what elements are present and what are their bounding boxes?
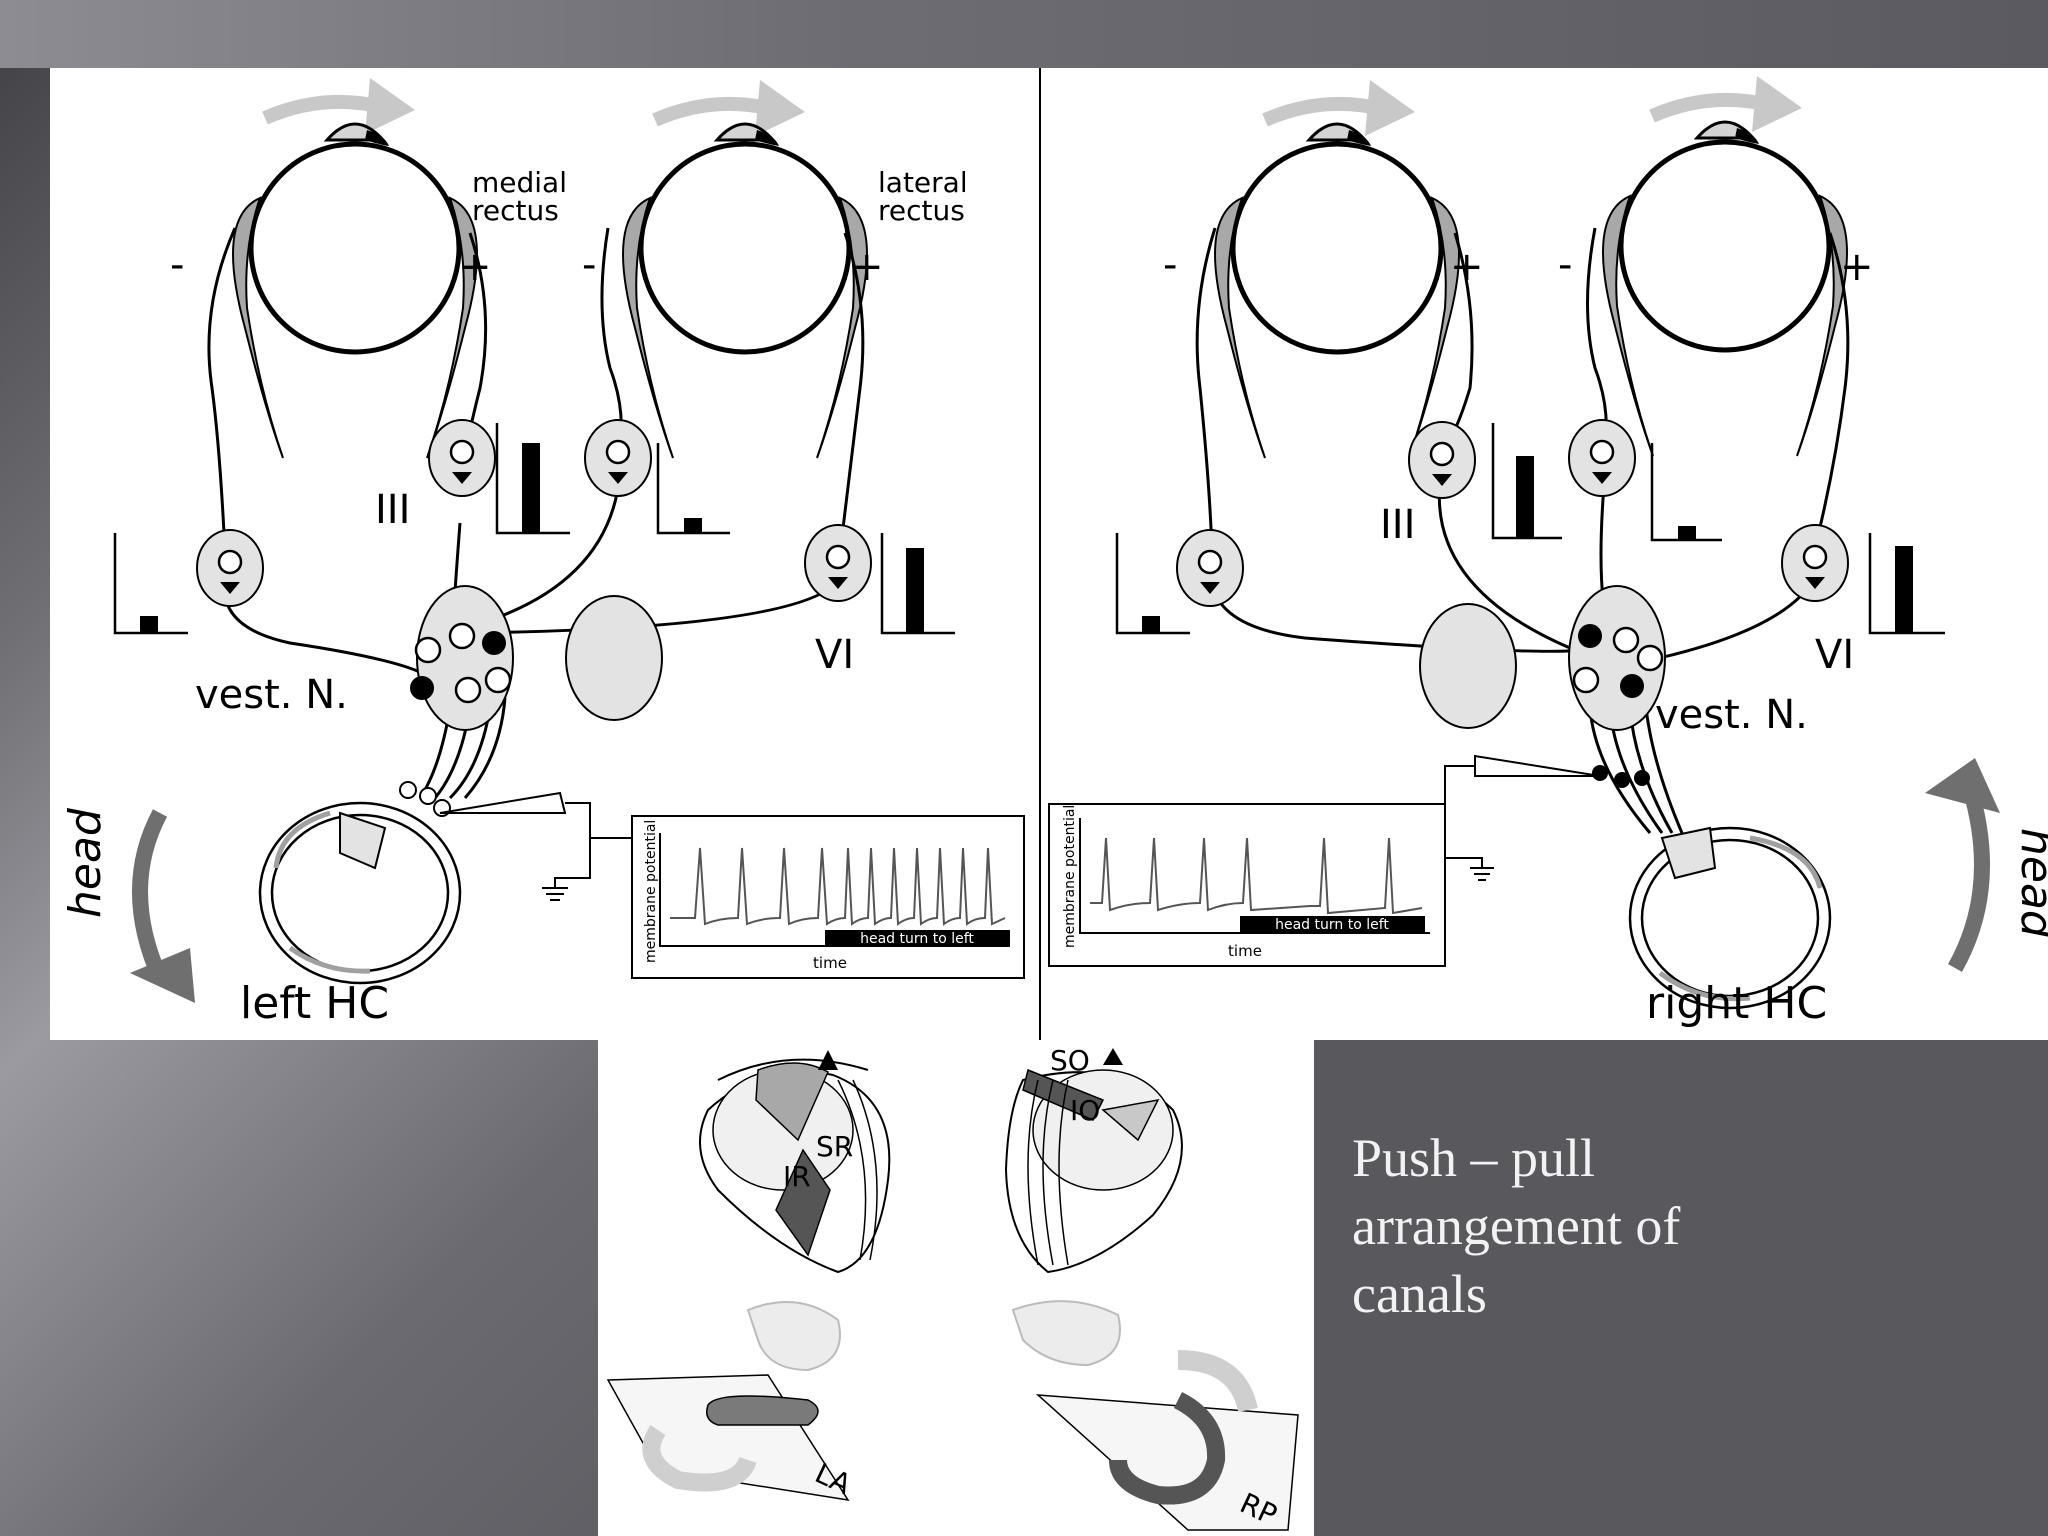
plus-sign: +: [1840, 244, 1874, 290]
plot-xlabel: time: [1228, 942, 1262, 960]
vest-n-label: vest. N.: [1655, 692, 1808, 738]
rotation-arrow-icon: [265, 78, 415, 134]
nucleus-III-label: III: [1380, 502, 1415, 548]
right-labyrinth-icon: [1011, 1300, 1299, 1531]
io-label: IO: [1070, 1094, 1100, 1127]
plot-ylabel: membrane potential: [1062, 805, 1078, 948]
neuron-icon: [1780, 523, 1850, 603]
head-label: head: [2011, 828, 2048, 939]
firing-rate-bar-graph: [1868, 533, 1945, 635]
vestibular-nucleus-icon: [1568, 585, 1666, 731]
firing-rate-bar-graph: [1115, 533, 1190, 635]
sr-label: SR: [816, 1130, 853, 1163]
slide-top-strip: [0, 0, 2048, 68]
eye-icon: [1603, 122, 1847, 456]
left-eye-muscles-icon: [699, 1050, 891, 1274]
medial-rectus-label-line1: medial: [472, 166, 567, 199]
left-hc-label: left HC: [240, 978, 389, 1029]
lateral-rectus-label-line2: rectus: [878, 194, 965, 227]
vor-circuit-svg: medial rectus lateral rectus - + - +: [60, 68, 2048, 1040]
plot-bar-label: head turn to left: [860, 931, 974, 947]
vest-n-label: vest. N.: [195, 672, 348, 718]
medial-rectus-label-line2: rectus: [472, 194, 559, 227]
neuron-icon: [803, 523, 873, 603]
plot-bar-label: head turn to left: [1275, 917, 1389, 933]
muscle-canal-figure: SR IR SO IO LA RP: [598, 1040, 1314, 1536]
caption-background: [1314, 1040, 2048, 1536]
membrane-potential-plot: head turn to left time membrane potentia…: [1048, 803, 1446, 967]
lateral-rectus-label-line1: lateral: [878, 166, 968, 199]
eye-icon: [1215, 124, 1459, 458]
so-label: SO: [1050, 1044, 1090, 1077]
caption-line: Push – pull: [1352, 1128, 1596, 1188]
midline-oval: [1419, 603, 1517, 729]
left-panel: medial rectus lateral rectus - + - +: [60, 78, 1025, 1029]
left-horizontal-canal-icon: [258, 781, 632, 985]
plot-xlabel: time: [813, 954, 847, 972]
minus-sign: -: [1558, 242, 1572, 288]
vestibular-nucleus-icon: [416, 585, 514, 731]
plot-ylabel: membrane potential: [643, 820, 659, 963]
firing-rate-bar-graph: [113, 533, 188, 635]
nucleus-VI-label: VI: [1815, 632, 1854, 678]
right-hc-label: right HC: [1646, 978, 1827, 1029]
right-panel: - + - +: [1048, 76, 2048, 1029]
midline-oval: [565, 595, 663, 721]
slide-caption: Push – pull arrangement of canals: [1352, 1124, 1992, 1328]
eye-icon: [233, 124, 477, 458]
muscle-canal-svg: SR IR SO IO LA RP: [606, 1044, 1299, 1532]
minus-sign: -: [170, 242, 184, 288]
neuron-icon: [1175, 528, 1245, 608]
head-label: head: [60, 807, 111, 918]
head-rotation-arrow-icon: [1925, 758, 2000, 972]
firing-rate-bar-graph: [1491, 423, 1562, 540]
right-eye-muscles-icon: [1004, 1048, 1183, 1274]
neuron-icon: [1407, 420, 1477, 500]
right-horizontal-canal-icon: [1442, 754, 1832, 1010]
head-rotation-arrow-icon: [130, 809, 195, 1003]
neuron-icon: [427, 418, 497, 498]
neuron-icon: [195, 528, 265, 608]
membrane-potential-plot: head turn to left time membrane potentia…: [631, 815, 1025, 979]
firing-rate-bar-graph: [656, 443, 730, 535]
caption-line: arrangement of: [1352, 1196, 1681, 1256]
firing-rate-bar-graph: [495, 423, 570, 535]
ir-label: IR: [783, 1160, 811, 1193]
vor-circuit-figure: medial rectus lateral rectus - + - +: [50, 68, 2048, 1040]
nucleus-III-label: III: [375, 487, 410, 533]
eye-icon: [623, 124, 867, 458]
neuron-icon: [1567, 418, 1637, 498]
left-labyrinth-icon: [606, 1301, 850, 1502]
caption-line: canals: [1352, 1264, 1487, 1324]
minus-sign: -: [582, 242, 596, 288]
firing-rate-bar-graph: [1650, 443, 1722, 542]
neuron-icon: [583, 418, 653, 498]
minus-sign: -: [1163, 242, 1177, 288]
firing-rate-bar-graph: [880, 533, 955, 635]
nucleus-VI-label: VI: [815, 632, 854, 678]
